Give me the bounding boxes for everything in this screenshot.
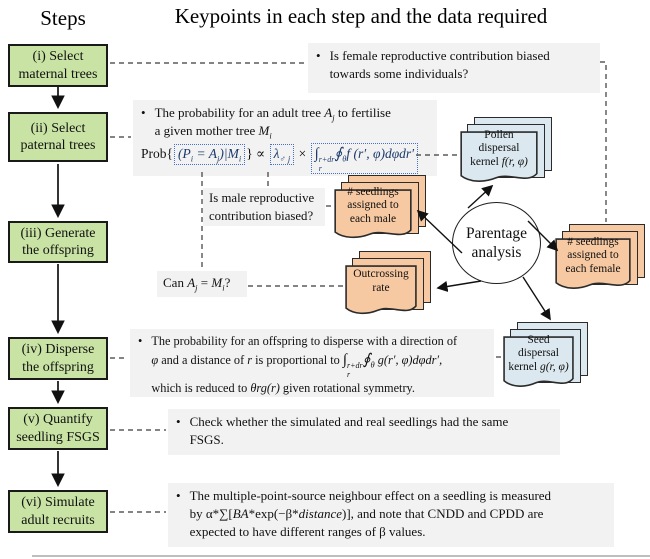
step-box-iii: (iii) Generate the offspring [8, 221, 108, 263]
dashed-female-question-to-female-docs [600, 61, 607, 222]
step-box-i: (i) Select maternal trees [8, 44, 108, 87]
keypoint-iv-text: The probability for an offspring to disp… [151, 334, 458, 395]
keypoint-step-v: • Check whether the simulated and real s… [168, 409, 560, 455]
formula-term-male-fecundity: λ♂ j [269, 143, 295, 165]
step-label: (ii) Select paternal trees [20, 120, 96, 153]
step-label: (iii) Generate the offspring [20, 225, 96, 258]
question-female-text: Is female reproductive contribution bias… [329, 48, 550, 81]
keypoint-step-iv: • The probability for an offspring to di… [130, 329, 494, 397]
step-label: (vi) Simulate adult recruits [21, 495, 95, 528]
circle-label: Parentage [465, 224, 528, 242]
bullet-icon: • [138, 334, 143, 348]
step-label: (iv) Disperse the offspring [21, 342, 95, 375]
column-header-steps: Steps [40, 6, 86, 30]
keypoint-step-ii: • The probability for an adult tree Aj t… [133, 100, 437, 176]
step-box-iv: (iv) Disperse the offspring [8, 337, 108, 380]
circle-label: analysis [471, 244, 522, 261]
step-box-ii: (ii) Select paternal trees [8, 112, 108, 162]
parentage-analysis-circle: Parentage analysis [452, 202, 541, 284]
formula-term-parentage: (Pi = Aj)|Mi [173, 143, 246, 165]
document-icon [334, 189, 412, 241]
column-header-keypoints: Keypoints in each step and the data requ… [174, 4, 548, 28]
bullet-icon: • [141, 105, 146, 120]
step-box-v: (v) Quantify seedling FSGS [8, 407, 108, 450]
bullet-icon: • [316, 48, 321, 63]
document-icon [345, 265, 417, 317]
keypoint-female-question: • Is female reproductive contribution bi… [308, 43, 600, 93]
step-label: (i) Select maternal trees [18, 49, 98, 82]
document-icon [460, 131, 538, 185]
keypoint-selfing-question: Can Aj = Mi? [157, 271, 247, 297]
step-box-vi: (vi) Simulate adult recruits [8, 490, 108, 533]
male-symbol-icon: ♂ [279, 153, 286, 164]
keypoint-v-text: Check whether the simulated and real see… [189, 414, 509, 447]
bullet-icon: • [176, 488, 181, 503]
arrow-circle-to-outcrossing [436, 280, 482, 292]
keypoint-step-vi: • The multiple-point-source neighbour ef… [168, 483, 614, 547]
arrow-circle-to-seed-kernel [522, 276, 551, 321]
keypoint-ii-text: The probability for an adult tree Aj to … [154, 105, 391, 141]
document-icon [555, 238, 631, 292]
keypoint-male-question: Is male reproductive contribution biased… [203, 188, 325, 226]
document-icon [503, 336, 574, 390]
bullet-icon: • [176, 414, 181, 429]
step-label: (v) Quantify seedling FSGS [16, 412, 100, 445]
keypoint-vi-text: The multiple-point-source neighbour effe… [189, 488, 552, 539]
